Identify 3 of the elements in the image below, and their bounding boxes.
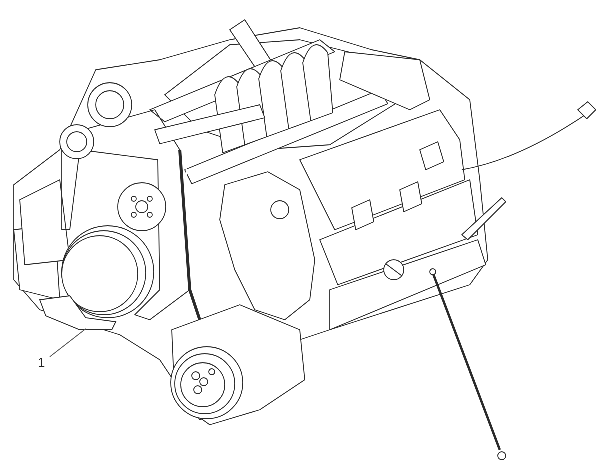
- oil-pan: [39, 296, 117, 330]
- leader-line: [50, 328, 86, 358]
- callout-number: 1: [38, 355, 46, 370]
